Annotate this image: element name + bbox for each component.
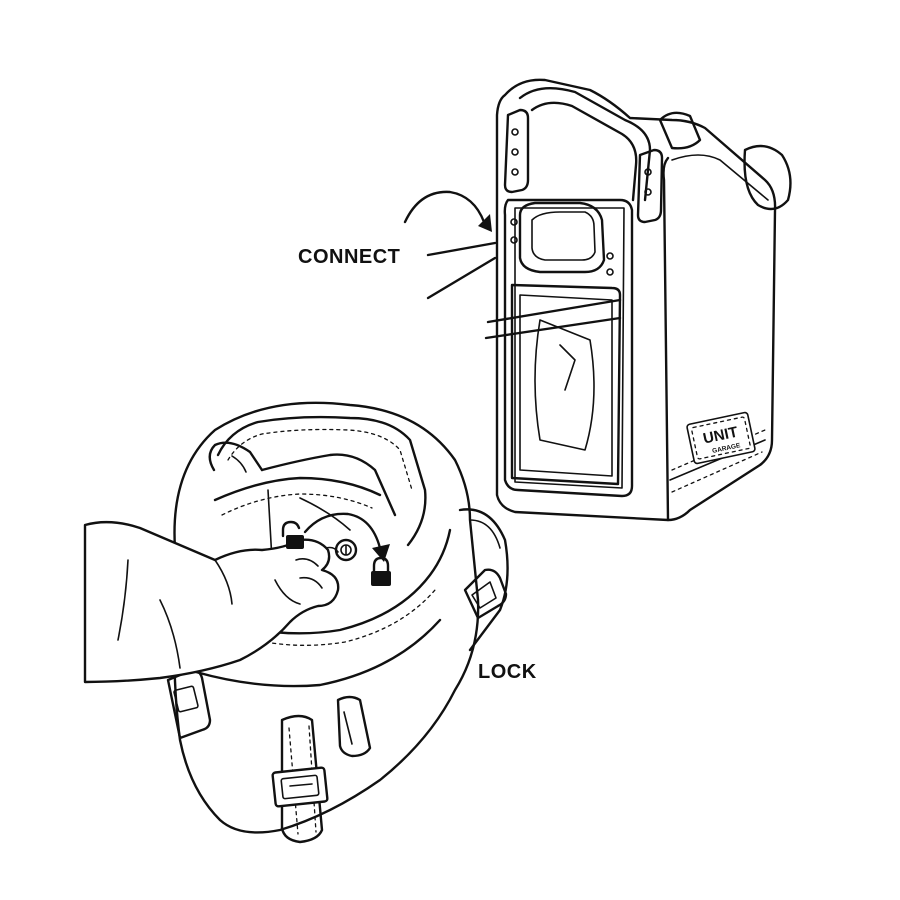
lock-label: LOCK [478,661,537,683]
keyhole-lock [334,538,358,562]
badge-brand-text: UNIT [702,424,740,448]
curved-arrow-icon [303,512,390,562]
curved-arrow-icon [403,190,492,232]
hand-turning-key [83,520,340,684]
connect-label: CONNECT [298,246,401,268]
brand-badge: UNIT GARAGE [686,411,756,465]
unlocked-padlock-icon [281,520,304,549]
locked-padlock-icon [371,556,391,586]
